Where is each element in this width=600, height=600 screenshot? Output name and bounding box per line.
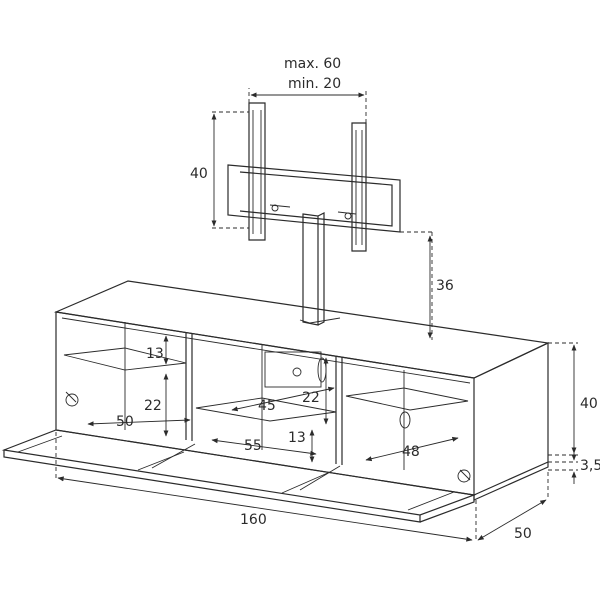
- label-left-compartment-height: 22: [144, 398, 162, 414]
- label-mount-to-top: 36: [436, 278, 454, 294]
- label-center-depth: 55: [244, 438, 262, 454]
- label-center-compartment-height: 22: [302, 390, 320, 406]
- label-left-depth: 50: [116, 414, 134, 430]
- tv-mount-bracket: [227, 102, 401, 252]
- label-cabinet-height: 40: [580, 396, 598, 412]
- mount-column: [299, 212, 341, 326]
- label-right-depth: 48: [402, 444, 420, 460]
- label-bracket-height: 40: [190, 166, 208, 182]
- dimension-lines: [55, 88, 578, 542]
- label-min-20: min. 20: [288, 76, 341, 92]
- label-feet-height: 3,5: [580, 458, 600, 474]
- label-width: 160: [240, 512, 267, 528]
- label-center-shelf-height: 13: [288, 430, 306, 446]
- label-max-60: max. 60: [284, 56, 341, 72]
- label-center-shelf-depth: 45: [258, 398, 276, 414]
- label-left-shelf-height: 13: [146, 346, 164, 362]
- label-depth: 50: [514, 526, 532, 542]
